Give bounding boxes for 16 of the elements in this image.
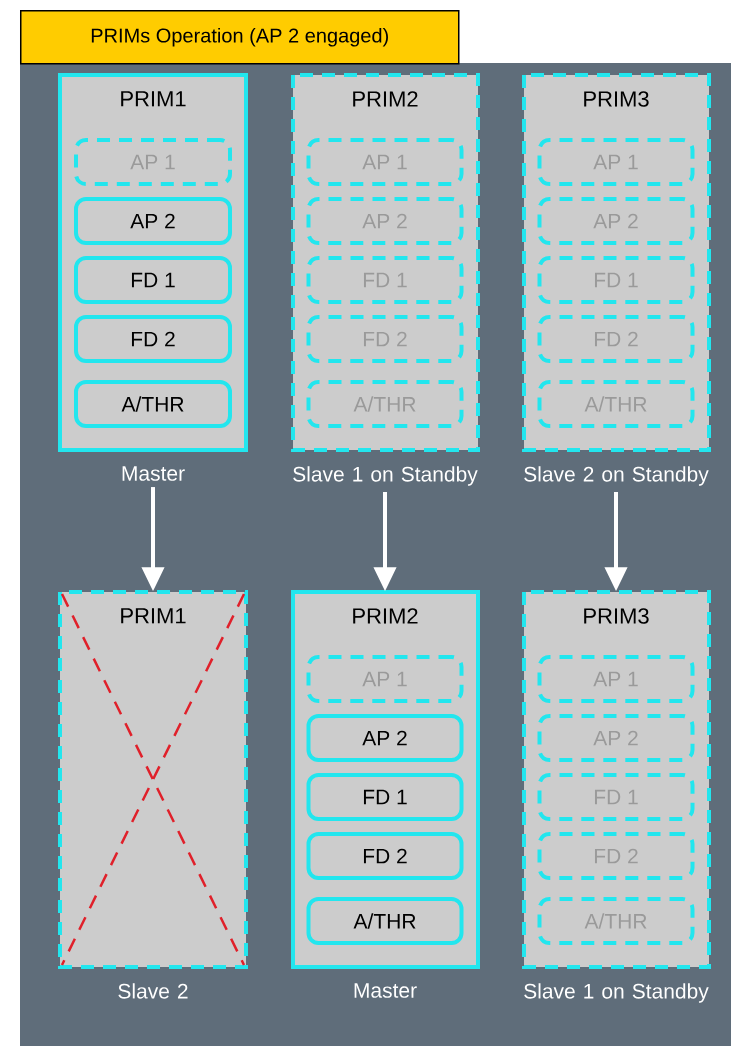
failed-computer-box: PRIM1 <box>58 590 248 969</box>
function-box: A/THR <box>74 380 232 428</box>
status-label: Slave 2 <box>118 983 188 999</box>
status-label: Slave 2 on Standby <box>524 466 709 486</box>
function-box: FD 2 <box>74 315 232 363</box>
function-box: FD 1 <box>306 773 464 821</box>
status-label: Slave 1 on Standby <box>293 466 478 486</box>
function-box: A/THR <box>306 897 464 945</box>
function-box: AP 2 <box>306 714 464 762</box>
status-label: Slave 1 on Standby <box>524 983 709 1003</box>
title-banner: PRIMs Operation (AP 2 engaged) <box>20 10 460 65</box>
function-box: FD 2 <box>306 832 464 880</box>
function-box: AP 2 <box>74 197 232 245</box>
status-label: Master <box>354 983 417 998</box>
function-box: FD 1 <box>74 256 232 304</box>
status-label: Master <box>122 466 185 481</box>
